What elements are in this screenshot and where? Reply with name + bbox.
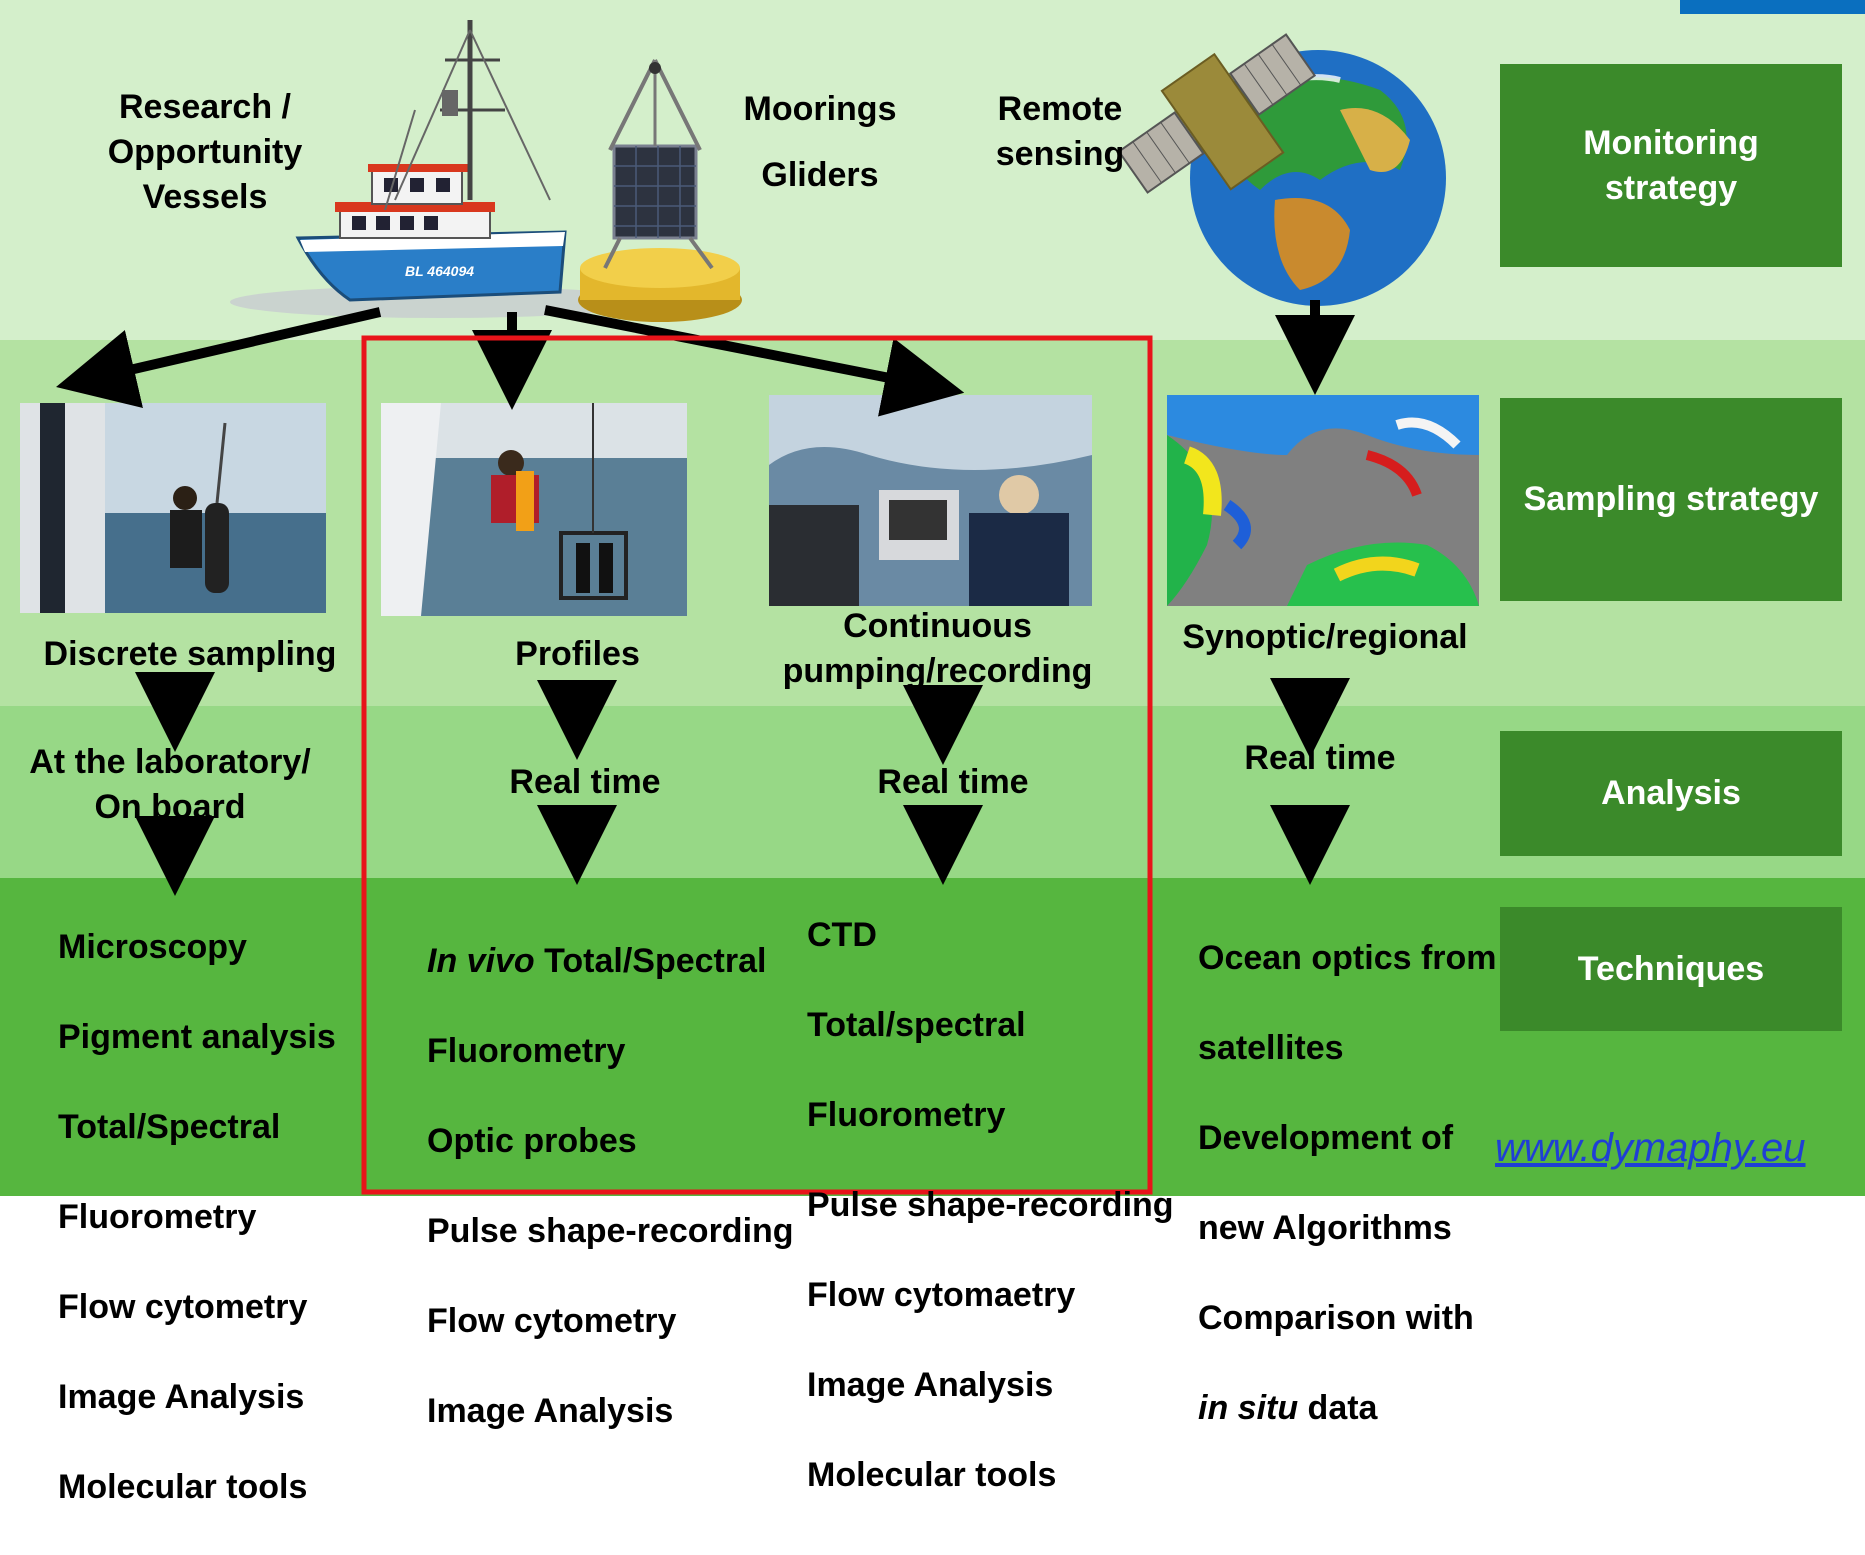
analysis-box: Analysis [1500,731,1842,856]
list-item: in situ data [1198,1386,1497,1431]
list-item: Pulse shape-recording [427,1212,794,1250]
discrete-techniques-list: Microscopy Pigment analysis Total/Spectr… [58,880,336,1555]
list-item: Pigment analysis [58,1018,336,1056]
in-situ-text: in situ [1198,1389,1299,1427]
list-item: Total/Spectral [58,1108,281,1146]
list-item: Flow cytomaetry [807,1276,1076,1314]
list-item: Molecular tools [807,1456,1057,1494]
research-vessel-illustration: BL 464094 [230,20,650,318]
gliders-label: Gliders [761,156,879,194]
profiles-techniques-list: In vivo Total/Spectral Fluorometry Optic… [427,894,794,1479]
continuous-pumping-photo [769,395,1092,606]
continuous-analysis-label: Real time [877,763,1029,801]
flow-arrows [56,300,1355,1195]
list-item: Development of [1198,1119,1454,1157]
techniques-box: Techniques [1500,907,1842,1031]
mooring-buoy-illustration [578,59,742,322]
list-item: Total/spectral [807,1006,1026,1044]
monitoring-strategy-box: Monitoring strategy [1500,64,1842,267]
remote-sensing-label: Remote sensing [995,90,1125,173]
list-item: Comparison with [1198,1299,1474,1337]
continuous-techniques-list: CTD Total/spectral Fluorometry Pulse sha… [807,868,1174,1543]
profiles-label: Profiles [515,635,640,673]
list-item-rest: Total/Spectral [534,942,767,980]
list-item: Microscopy [58,928,247,966]
illustrations: BL 464094 [230,20,1446,322]
satellite-chlorophyll-map [1167,395,1479,606]
profiles-photo [381,403,687,616]
profiles-analysis-label: Real time [509,763,661,801]
list-item: Fluorometry [58,1198,257,1236]
discrete-sampling-label: Discrete sampling [43,635,337,673]
in-vivo-text: In vivo [427,942,535,980]
moorings-label: Moorings [743,90,897,128]
satellite-globe-illustration [1117,33,1446,306]
vessel-hull-text: BL 464094 [405,263,474,279]
list-item: Image Analysis [427,1392,674,1430]
list-item: Ocean optics from [1198,939,1497,977]
list-item: Fluorometry [807,1096,1006,1134]
list-item: Flow cytometry [58,1288,308,1326]
continuous-pumping-label: Continuous pumping/recording [782,607,1093,690]
list-item: new Algorithms [1198,1209,1452,1247]
arrow-vessel-to-discrete [56,307,382,408]
list-item: Image Analysis [58,1378,305,1416]
list-item: Molecular tools [58,1468,308,1506]
list-item-rest: data [1298,1389,1378,1427]
vessels-label: Research / Opportunity Vessels [107,88,303,216]
corner-accent [1680,0,1865,14]
list-item: Image Analysis [807,1366,1054,1404]
list-item: satellites [1198,1029,1344,1067]
list-item: Pulse shape-recording [807,1186,1174,1224]
arrow-vessel-to-continuous [544,305,965,417]
list-item: Optic probes [427,1122,637,1160]
list-item: Fluorometry [427,1032,626,1070]
synoptic-analysis-label: Real time [1244,739,1396,777]
highlight-frame [361,335,1153,1195]
synoptic-techniques-list: Ocean optics from satellites Development… [1198,891,1497,1476]
synoptic-regional-label: Synoptic/regional [1182,618,1468,656]
discrete-sampling-photo [20,403,326,613]
list-item: Flow cytometry [427,1302,677,1340]
sampling-strategy-box: Sampling strategy [1500,398,1842,601]
list-item: In vivo Total/Spectral [427,939,794,984]
list-item: CTD [807,916,877,954]
discrete-analysis-label: At the laboratory/ On board [29,743,311,826]
dymaphy-website-link[interactable]: www.dymaphy.eu [1495,1126,1806,1170]
